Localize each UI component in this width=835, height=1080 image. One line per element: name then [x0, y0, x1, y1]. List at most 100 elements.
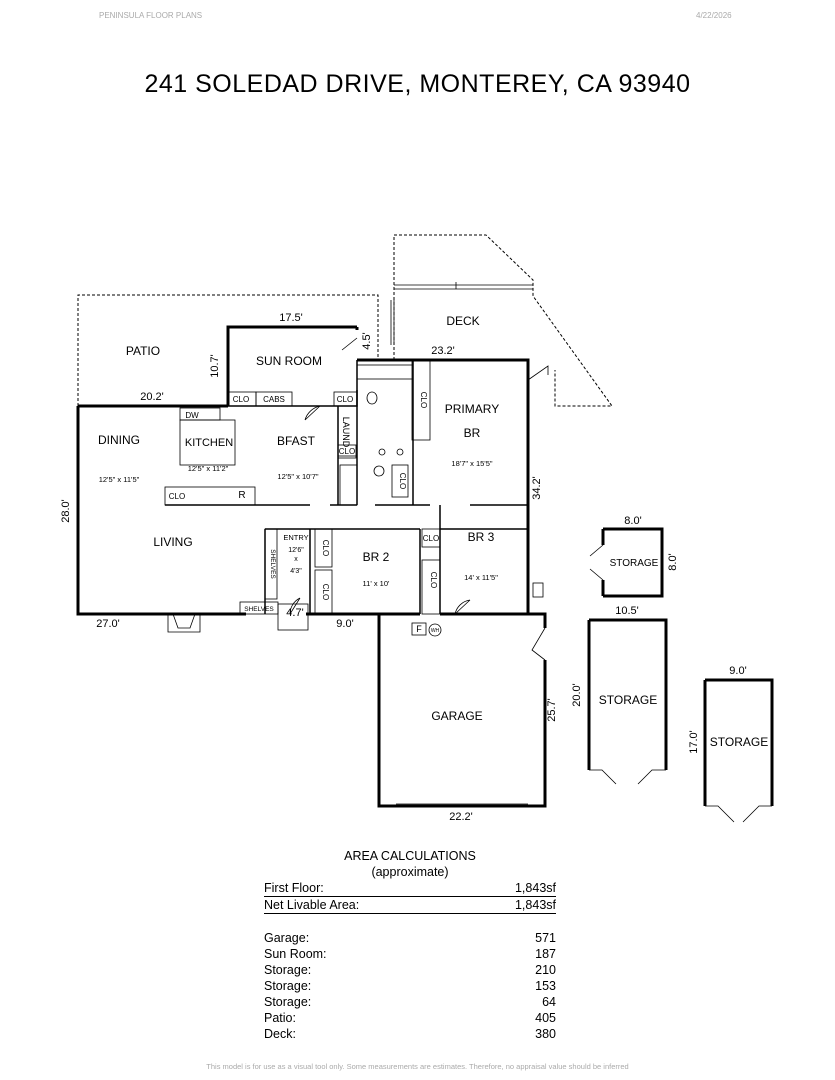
property-address-title: 241 SOLEDAD DRIVE, MONTEREY, CA 93940: [144, 70, 691, 98]
garage-wall: [377, 612, 547, 808]
cabs-label: CABS: [263, 395, 285, 404]
dim-sun-room-depth: 10.7': [209, 354, 221, 378]
disclaimer-footer: This model is for use as a visual tool o…: [206, 1062, 629, 1071]
brand-header: PENINSULA FLOOR PLANS: [99, 11, 203, 20]
dim-sun-room-width: 17.5': [279, 312, 303, 324]
area-calculations: AREA CALCULATIONS (approximate) First Fl…: [264, 848, 556, 1042]
area-item-label: Storage:: [264, 979, 312, 993]
dimension-labels: 17.5' 10.7' 4.5' 23.2' 20.2' 28.0' 34.2'…: [60, 312, 747, 823]
area-item-label: Storage:: [264, 963, 312, 977]
area-total-row: Net Livable Area: 1,843sf: [264, 897, 556, 914]
garage-label: GARAGE: [431, 709, 482, 723]
dim-storage-c-depth: 17.0': [688, 730, 700, 754]
area-item-value: 153: [535, 979, 556, 993]
dim-4-5: 4.5': [361, 332, 373, 349]
deck-label: DECK: [446, 314, 479, 328]
area-item-value: 571: [535, 931, 556, 945]
refrigerator-label: R: [238, 490, 245, 501]
area-subheading: (approximate): [371, 865, 449, 879]
primary-br-label-2: BR: [464, 426, 481, 440]
area-total-label: First Floor:: [264, 881, 324, 895]
dim-garage-width: 22.2': [449, 811, 473, 823]
main-house-wall: [76, 325, 530, 616]
entry-label: ENTRY: [283, 533, 308, 542]
water-heater-label: WH: [431, 628, 440, 634]
deck-outline: [393, 234, 613, 407]
area-item-value: 187: [535, 947, 556, 961]
clo-kitchen-label: CLO: [169, 492, 185, 501]
deck-rail: [390, 282, 533, 345]
bfast-size: 12'5" x 10'7": [277, 472, 318, 481]
living-label: LIVING: [153, 535, 192, 549]
entry-size-2: x: [294, 556, 298, 563]
room-labels: PATIO SUN ROOM DECK DINING 12'5" x 11'5"…: [98, 314, 768, 749]
area-item-row: Storage: 64: [264, 994, 556, 1010]
clo-br3-label: CLO: [423, 534, 439, 543]
area-total-value: 1,843sf: [514, 898, 556, 912]
clo-entry-label: CLO: [321, 540, 330, 556]
clo-bath2-label: CLO: [398, 473, 407, 489]
area-total-row: First Floor: 1,843sf: [264, 880, 556, 897]
dim-primary-width: 23.2': [431, 345, 455, 357]
kitchen-size: 12'5" x 11'2": [188, 464, 229, 473]
exterior-walls: [76, 325, 774, 808]
dw-label: DW: [185, 411, 199, 420]
clo-primary-label: CLO: [419, 392, 428, 408]
shelves-vertical-label: SHELVES: [269, 549, 276, 579]
area-total-label: Net Livable Area:: [264, 898, 360, 912]
area-item-row: Deck: 380: [264, 1026, 556, 1042]
dim-storage-b-depth: 20.0': [571, 683, 583, 707]
area-item-label: Sun Room:: [264, 947, 327, 961]
fixture-labels: CLO CABS CLO DW CLO R CLO CLO CLO CLO CL…: [169, 392, 440, 634]
kitchen-label: KITCHEN: [185, 437, 233, 449]
area-item-value: 405: [535, 1011, 556, 1025]
area-item-label: Garage:: [264, 931, 310, 945]
entry-size-1: 12'6": [288, 547, 304, 554]
date-header: 4/22/2026: [696, 11, 732, 20]
br3-size: 14' x 11'5": [464, 573, 498, 582]
dim-br2-width: 9.0': [336, 618, 353, 630]
patio-label: PATIO: [126, 344, 160, 358]
dim-storage-b-width: 10.5': [615, 605, 639, 617]
area-item-label: Deck:: [264, 1027, 296, 1041]
patio-outline: [77, 294, 379, 406]
area-heading: AREA CALCULATIONS: [344, 849, 476, 863]
dining-size: 12'5" x 11'5": [99, 475, 140, 484]
primary-br-label-1: PRIMARY: [445, 402, 499, 416]
dim-east-depth: 34.2': [531, 476, 543, 500]
storage-a-wall: [601, 527, 664, 598]
interior-detail: [164, 359, 544, 637]
clo-laund-label: CLO: [337, 395, 353, 404]
dim-storage-a-width: 8.0': [624, 515, 641, 527]
clo-sun-room-label: CLO: [233, 395, 249, 404]
dim-dining-width: 20.2': [140, 391, 164, 403]
laund-label: LAUND: [341, 417, 351, 448]
area-item-row: Storage: 153: [264, 978, 556, 994]
storage-doors: [589, 544, 772, 823]
area-item-row: Storage: 210: [264, 962, 556, 978]
br2-label: BR 2: [363, 550, 390, 564]
shelves-label: SHELVES: [244, 606, 274, 613]
area-item-value: 210: [535, 963, 556, 977]
storage-c-wall: [703, 678, 774, 806]
bfast-label: BFAST: [277, 434, 316, 448]
area-item-label: Patio:: [264, 1011, 296, 1025]
dim-storage-c-width: 9.0': [729, 665, 746, 677]
area-item-row: Patio: 405: [264, 1010, 556, 1026]
dining-label: DINING: [98, 433, 140, 447]
clo-bath-label: CLO: [339, 447, 355, 456]
storage-a-label: STORAGE: [610, 558, 659, 569]
door-swings: [289, 337, 549, 661]
area-total-value: 1,843sf: [514, 881, 556, 895]
area-item-row: Sun Room: 187: [264, 946, 556, 962]
area-item-value: 64: [542, 995, 556, 1009]
dim-storage-a-depth: 8.0': [667, 553, 679, 570]
sun-room-label: SUN ROOM: [256, 354, 322, 368]
clo-br3b-label: CLO: [429, 572, 438, 588]
br2-size: 11' x 10': [363, 579, 390, 588]
dim-house-depth: 28.0': [60, 499, 72, 523]
dim-living-width: 27.0': [96, 618, 120, 630]
storage-c-label: STORAGE: [710, 735, 768, 749]
dim-garage-depth: 25.7': [546, 698, 558, 722]
area-item-label: Storage:: [264, 995, 312, 1009]
